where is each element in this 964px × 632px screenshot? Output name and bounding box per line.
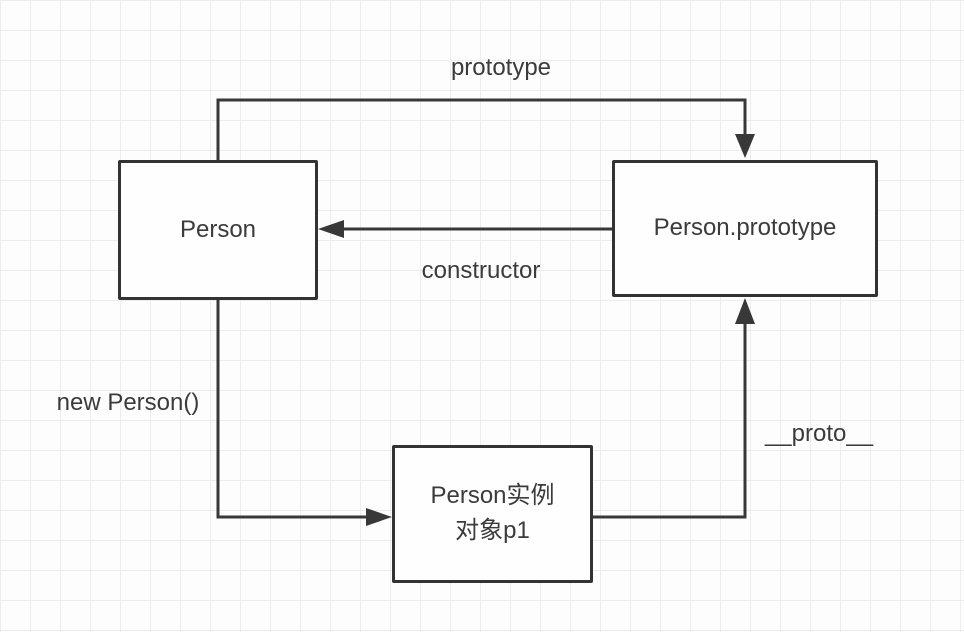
arrowhead-right-icon: [366, 508, 392, 526]
edge-label-proto: __proto__: [764, 420, 874, 447]
node-person-prototype: Person.prototype: [612, 160, 878, 297]
arrowhead-up-icon: [735, 298, 755, 324]
edge-label-new-person: new Person(): [56, 389, 200, 416]
edge-label-prototype: prototype: [450, 54, 552, 81]
arrowhead-left-icon: [318, 220, 344, 238]
node-person-prototype-label: Person.prototype: [653, 214, 837, 242]
edge-proto-arrow: [593, 298, 755, 519]
edge-prototype-arrow: [216, 98, 755, 160]
arrowhead-down-icon: [735, 134, 755, 158]
node-person-instance: Person实例 对象p1: [392, 445, 593, 583]
edge-new-person-arrow: [216, 300, 392, 526]
edge-label-constructor: constructor: [421, 257, 541, 284]
node-person-instance-label-line1: Person实例: [430, 482, 555, 510]
node-person: Person: [118, 160, 318, 300]
node-person-instance-label-line2: 对象p1: [455, 517, 530, 544]
edge-constructor-arrow: [318, 220, 612, 238]
node-person-label: Person: [179, 215, 257, 243]
